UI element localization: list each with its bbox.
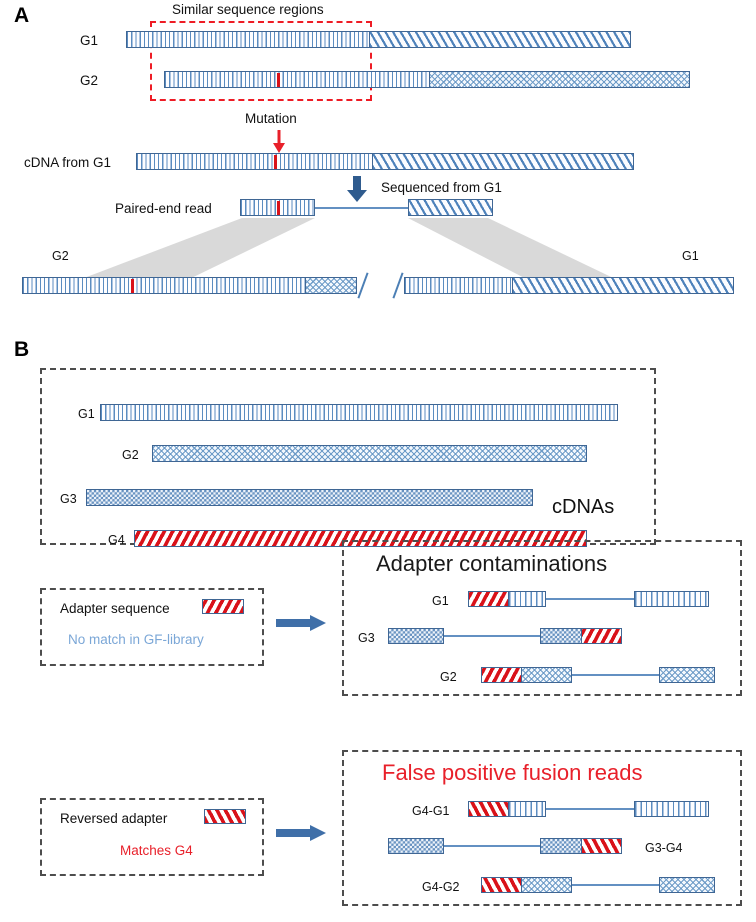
panel-b-letter: B bbox=[14, 338, 30, 361]
bottom-g1-unique-segment bbox=[512, 277, 734, 294]
reversed-adapter-swatch bbox=[204, 809, 246, 824]
false-positive-fusion-box bbox=[342, 750, 742, 906]
bottom-g2-label: G2 bbox=[52, 249, 69, 263]
g1-unique-segment bbox=[369, 31, 631, 48]
sequenced-arrow-icon bbox=[347, 176, 367, 202]
paired-end-connector bbox=[315, 206, 408, 209]
g2-similar-segment bbox=[164, 71, 431, 88]
fusion-read-g3g4-left-mate bbox=[388, 838, 444, 854]
bottom-g2-mutation-tick bbox=[131, 278, 134, 293]
bottom-g2-unique-segment bbox=[305, 277, 357, 294]
cdna-unique-segment bbox=[372, 153, 634, 170]
adapter-read-g1-right-mate bbox=[634, 591, 709, 607]
cdna-row-g3-label: G3 bbox=[60, 492, 77, 506]
cdna-row-g3-bar bbox=[86, 489, 533, 506]
cdna-mutation-tick bbox=[274, 154, 277, 169]
adapter-no-match-note: No match in GF-library bbox=[68, 632, 204, 647]
reversed-adapter-legend-box bbox=[40, 798, 264, 876]
fusion-read-g3g4-right-mate bbox=[540, 838, 582, 854]
paired-end-read-right-mate bbox=[408, 199, 493, 216]
fusion-read-g3g4-adapter-part bbox=[581, 838, 622, 854]
adapter-legend-box bbox=[40, 588, 264, 666]
adapter-read-g2-connector bbox=[572, 674, 659, 676]
mutation-label: Mutation bbox=[245, 111, 297, 126]
adapter-sequence-label: Adapter sequence bbox=[60, 601, 170, 616]
false-positive-fusion-title: False positive fusion reads bbox=[382, 760, 643, 785]
paired-end-mutation-tick bbox=[277, 200, 280, 215]
adapter-read-g2-label: G2 bbox=[440, 670, 457, 684]
fusion-read-g3g4-connector bbox=[444, 845, 540, 847]
panel-a-g2-label: G2 bbox=[80, 73, 99, 88]
adapter-read-g3-right-mate bbox=[540, 628, 582, 644]
g2-mutation-tick bbox=[277, 72, 280, 87]
left-mate-mapping-funnel bbox=[63, 218, 315, 286]
adapter-read-g2-adapter-part bbox=[481, 667, 522, 683]
fusion-read-g4g2-connector bbox=[572, 884, 659, 886]
adapter-flow-arrow-icon bbox=[276, 615, 326, 631]
fusion-read-g4g2-left-mate bbox=[521, 877, 572, 893]
panel-a-letter: A bbox=[14, 4, 30, 27]
fusion-read-g4g2-label: G4-G2 bbox=[422, 880, 460, 894]
adapter-read-g3-adapter-part bbox=[581, 628, 622, 644]
cdna-row-g4-label: G4 bbox=[108, 533, 125, 547]
sequenced-from-g1-label: Sequenced from G1 bbox=[381, 180, 502, 195]
bottom-g2-similar-segment bbox=[22, 277, 307, 294]
adapter-sequence-swatch bbox=[202, 599, 244, 614]
cdna-row-g1-bar bbox=[100, 404, 618, 421]
cdna-from-g1-label: cDNA from G1 bbox=[24, 155, 112, 170]
reversed-adapter-matches-note: Matches G4 bbox=[120, 843, 193, 858]
fusion-read-g4g2-adapter-part bbox=[481, 877, 522, 893]
paired-end-read-label: Paired-end read bbox=[115, 201, 212, 216]
adapter-read-g2-left-mate bbox=[521, 667, 572, 683]
adapter-contaminations-box bbox=[342, 540, 742, 696]
adapter-read-g3-label: G3 bbox=[358, 631, 375, 645]
cdna-row-g4-bar bbox=[134, 530, 587, 547]
fusion-read-g4g1-right-mate bbox=[634, 801, 709, 817]
adapter-read-g1-adapter-part bbox=[468, 591, 509, 607]
cdna-similar-segment bbox=[136, 153, 374, 170]
fusion-read-g4g1-connector bbox=[546, 808, 634, 810]
bottom-g1-label: G1 bbox=[682, 249, 699, 263]
mutation-arrow-icon bbox=[273, 130, 285, 153]
g2-unique-segment bbox=[429, 71, 690, 88]
adapter-read-g1-label: G1 bbox=[432, 594, 449, 608]
bottom-g1-similar-segment bbox=[404, 277, 514, 294]
adapter-read-g1-connector bbox=[546, 598, 634, 600]
similar-region-dashed-box bbox=[150, 21, 372, 101]
g1-similar-segment bbox=[126, 31, 371, 48]
cdnas-title: cDNAs bbox=[552, 496, 615, 518]
fusion-read-g4g1-left-mate bbox=[508, 801, 546, 817]
adapter-read-g3-connector bbox=[444, 635, 540, 637]
fusion-read-g4g2-right-mate bbox=[659, 877, 715, 893]
adapter-contaminations-title: Adapter contaminations bbox=[376, 551, 608, 576]
cdna-row-g1-label: G1 bbox=[78, 407, 95, 421]
adapter-read-g2-right-mate bbox=[659, 667, 715, 683]
right-mate-mapping-funnel bbox=[408, 218, 630, 286]
similar-sequence-regions-label: Similar sequence regions bbox=[172, 2, 324, 17]
adapter-read-g3-left-mate bbox=[388, 628, 444, 644]
adapter-read-g1-left-mate bbox=[508, 591, 546, 607]
fusion-read-g3g4-label: G3-G4 bbox=[645, 841, 683, 855]
fusion-read-g4g1-label: G4-G1 bbox=[412, 804, 450, 818]
reversed-adapter-label: Reversed adapter bbox=[60, 811, 168, 826]
fusion-read-g4g1-adapter-part bbox=[468, 801, 509, 817]
cdna-row-g2-label: G2 bbox=[122, 448, 139, 462]
fusion-flow-arrow-icon bbox=[276, 825, 326, 841]
panel-a-g1-label: G1 bbox=[80, 33, 99, 48]
cdna-row-g2-bar bbox=[152, 445, 587, 462]
